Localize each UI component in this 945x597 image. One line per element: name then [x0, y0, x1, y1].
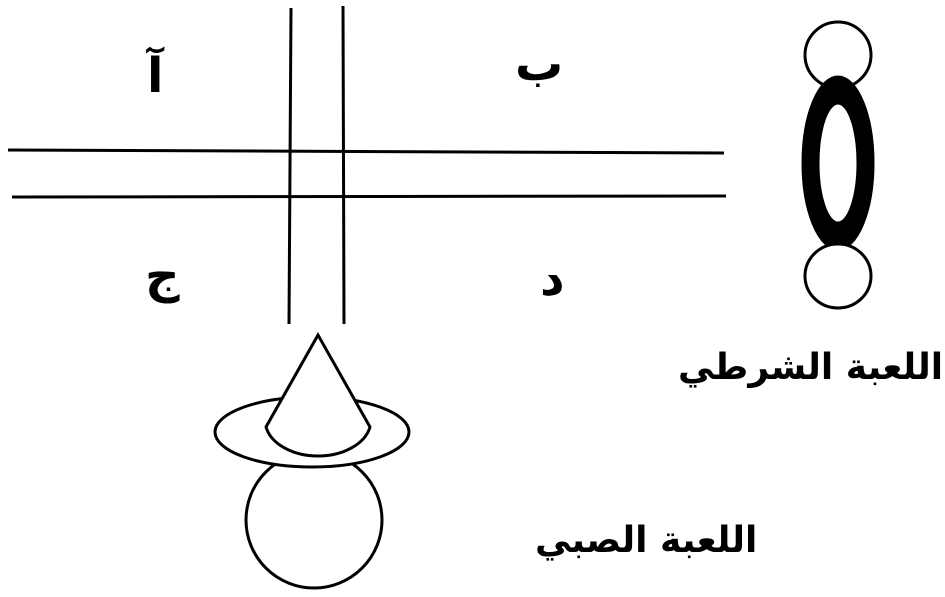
- quadrant-label-a: آ: [147, 52, 163, 100]
- road-line-vertical-left: [289, 8, 291, 324]
- policeman-base-circle: [805, 244, 871, 308]
- quadrant-label-b: ب: [515, 40, 563, 88]
- boy-body-circle: [246, 452, 382, 588]
- boy-toy-caption: اللعبة الصبي: [535, 523, 757, 559]
- policeman-body-inner: [818, 103, 858, 223]
- policeman-toy-figure: [803, 22, 873, 308]
- road-line-horizontal-bottom: [12, 196, 726, 197]
- road-lines: [8, 6, 726, 324]
- boy-toy-figure: [215, 335, 409, 588]
- quadrant-label-c: ج: [145, 252, 180, 300]
- boy-hat-cone: [266, 335, 370, 456]
- policeman-toy-caption: اللعبة الشرطي: [678, 350, 943, 386]
- road-line-vertical-right: [343, 6, 344, 324]
- quadrant-label-d: د: [540, 255, 565, 303]
- road-line-horizontal-top: [8, 150, 724, 153]
